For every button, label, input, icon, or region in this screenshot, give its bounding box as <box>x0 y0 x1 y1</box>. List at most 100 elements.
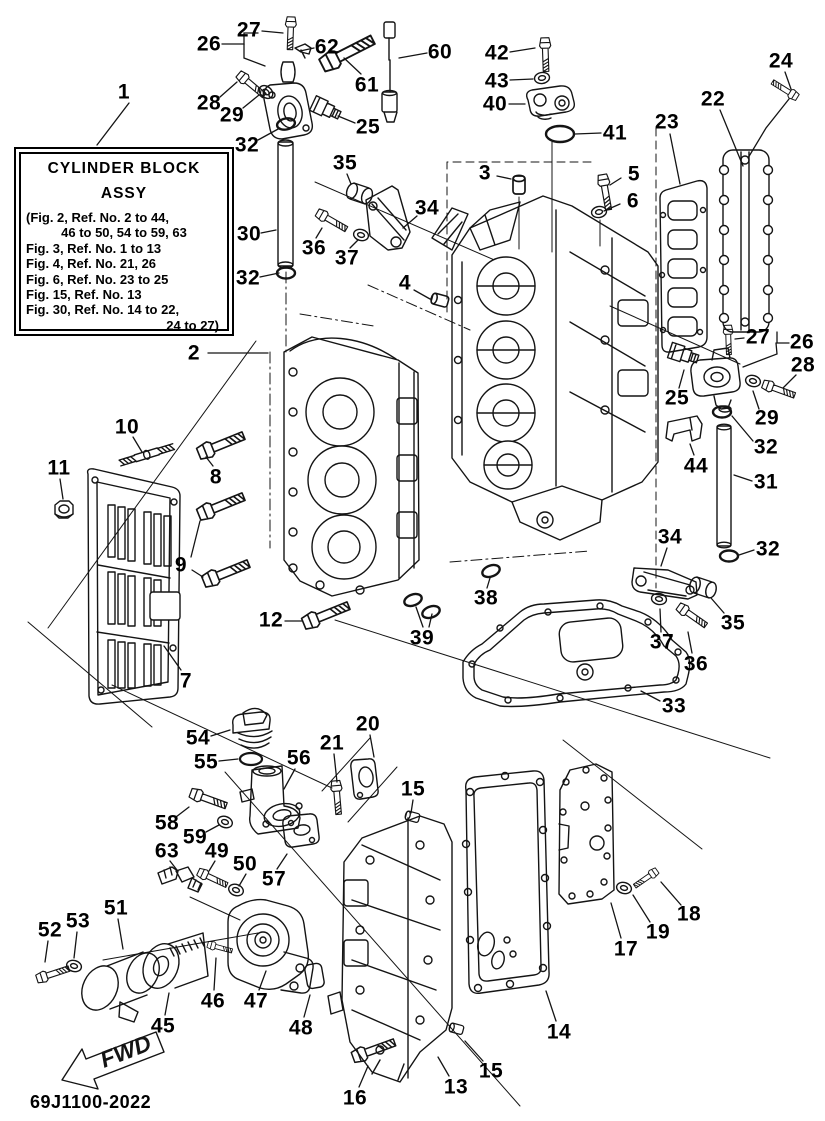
leader-line <box>710 597 725 614</box>
leader-line <box>678 369 685 389</box>
leader-line <box>257 127 281 141</box>
oring-39a-drawing <box>401 590 425 610</box>
callout-37: 37 <box>649 630 675 654</box>
callout-34: 34 <box>657 525 683 549</box>
callout-42: 42 <box>484 41 510 65</box>
callout-44: 44 <box>683 454 709 478</box>
title-box-inner: CYLINDER BLOCK ASSY (Fig. 2, Ref. No. 2 … <box>19 152 229 333</box>
callout-48: 48 <box>288 1016 314 1040</box>
leader-line <box>660 547 668 567</box>
leader-line <box>610 902 622 939</box>
leader-line <box>59 478 64 500</box>
construction-lines <box>27 127 771 1107</box>
leader-line <box>163 645 182 671</box>
callout-16: 16 <box>342 1086 368 1110</box>
leader-lines <box>44 30 797 1088</box>
assembly-title-line2: ASSY <box>100 185 148 202</box>
callout-4: 4 <box>398 271 412 295</box>
leader-line <box>428 613 433 628</box>
leader-line <box>784 71 792 90</box>
callout-36: 36 <box>683 652 709 676</box>
leader-line <box>44 940 49 963</box>
thermostat-group-drawing <box>157 707 320 899</box>
leader-line <box>205 456 214 467</box>
callout-29: 29 <box>219 103 245 127</box>
leader-line <box>283 768 296 790</box>
leader-line <box>464 1040 484 1062</box>
callout-45: 45 <box>150 1014 176 1038</box>
callout-43: 43 <box>484 69 510 93</box>
leader-line <box>689 443 695 456</box>
leader-line <box>776 331 790 344</box>
leader-line <box>369 734 375 758</box>
callout-23: 23 <box>654 110 680 134</box>
leader-line <box>413 289 431 300</box>
callout-62: 62 <box>314 35 340 59</box>
leader-line <box>219 81 238 98</box>
ref-line: Fig. 30, Ref. No. 14 to 22, <box>26 302 180 318</box>
grille-cover-drawing <box>86 468 181 705</box>
bracket-left-drawing <box>313 182 451 309</box>
leader-line <box>191 569 204 578</box>
side-cover-drawing <box>718 149 774 333</box>
callout-37: 37 <box>334 246 360 270</box>
side-cover-gasket-drawing <box>658 179 708 353</box>
callout-17: 17 <box>613 937 639 961</box>
callout-12: 12 <box>258 608 284 632</box>
leader-line <box>747 98 790 159</box>
leader-line <box>258 970 267 991</box>
callout-54: 54 <box>185 726 211 750</box>
leader-line <box>545 990 557 1022</box>
callout-53: 53 <box>65 909 91 933</box>
leader-line <box>733 474 753 482</box>
leader-line <box>415 606 424 628</box>
callout-41: 41 <box>602 121 628 145</box>
callout-6: 6 <box>626 189 640 213</box>
leader-line <box>687 631 693 654</box>
callout-3: 3 <box>478 161 492 185</box>
callout-58: 58 <box>154 811 180 835</box>
leader-line <box>190 520 201 558</box>
leader-line <box>243 43 266 67</box>
callout-29: 29 <box>754 406 780 430</box>
dowel-pin-3-drawing <box>512 174 526 195</box>
leader-line <box>175 806 190 818</box>
callout-25: 25 <box>355 115 381 139</box>
assembly-title-line1: CYLINDER BLOCK <box>47 160 201 177</box>
callout-61: 61 <box>354 73 380 97</box>
leader-line <box>213 957 217 991</box>
leader-line <box>782 374 797 389</box>
callout-47: 47 <box>243 989 269 1013</box>
leader-line <box>437 1056 450 1077</box>
callout-39: 39 <box>409 626 435 650</box>
callout-51: 51 <box>103 896 129 920</box>
leader-line <box>261 30 284 34</box>
leader-line <box>660 881 682 906</box>
callout-7: 7 <box>179 669 193 693</box>
callout-28: 28 <box>196 91 222 115</box>
leader-line <box>349 239 359 249</box>
leader-line <box>402 215 418 229</box>
callout-21: 21 <box>319 731 345 755</box>
callout-32: 32 <box>235 266 261 290</box>
callout-35: 35 <box>332 151 358 175</box>
ref-line: Fig. 6, Ref. No. 23 to 25 <box>26 271 169 287</box>
callout-30: 30 <box>236 222 262 246</box>
callout-11: 11 <box>47 456 71 480</box>
leader-line <box>303 994 311 1018</box>
callout-25: 25 <box>664 386 690 410</box>
leader-line <box>659 608 662 633</box>
ref-line: (Fig. 2, Ref. No. 2 to 44, <box>26 210 170 225</box>
leader-line <box>486 577 491 589</box>
leader-line <box>208 860 216 872</box>
oring-38-drawing <box>479 561 503 581</box>
leader-line <box>221 32 259 45</box>
callout-24: 24 <box>768 49 794 73</box>
exhaust-guide-drawing <box>341 809 465 1083</box>
leader-line <box>734 337 745 340</box>
leader-line <box>346 173 352 185</box>
ref-line: Fig. 3, Ref. No. 1 to 13 <box>26 240 162 256</box>
fwd-arrow <box>61 1031 165 1090</box>
